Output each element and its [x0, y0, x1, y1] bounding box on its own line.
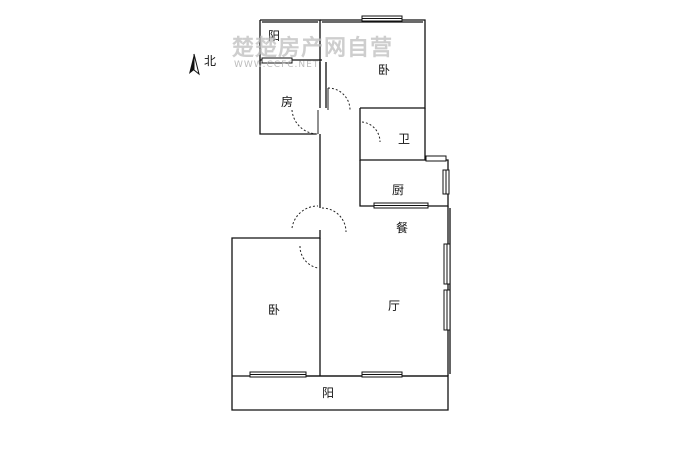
window-study-north — [261, 57, 293, 64]
label-bedroom-south: 卧 — [268, 303, 280, 317]
windows — [249, 15, 451, 378]
label-dining: 餐 — [396, 220, 408, 235]
wall-balcony-south — [231, 375, 449, 411]
door-corridor — [291, 205, 319, 229]
label-living: 厅 — [388, 299, 400, 313]
wall-bathroom — [359, 108, 426, 161]
door-bedroom-south — [299, 245, 319, 269]
north-arrow-icon — [189, 53, 200, 76]
wall-bedroom-north — [320, 19, 426, 109]
north-label: 北 — [204, 54, 217, 68]
label-balcony-north: 阳 — [268, 29, 280, 43]
doors — [291, 87, 381, 269]
wall-study — [259, 60, 316, 135]
north-indicator: 北 — [186, 52, 222, 78]
label-balcony-south: 阳 — [322, 386, 334, 400]
label-bedroom-north: 卧 — [378, 63, 390, 77]
label-study: 房 — [281, 94, 293, 109]
label-kitchen: 厨 — [392, 183, 404, 197]
wall-bedroom-south — [231, 230, 321, 376]
label-bathroom: 卫 — [398, 132, 410, 146]
door-bathroom — [361, 121, 381, 143]
door-dining — [321, 207, 347, 233]
door-bedroom-north — [327, 87, 351, 111]
window-bathroom — [425, 155, 447, 162]
door-study — [291, 109, 319, 135]
walls — [231, 19, 451, 411]
